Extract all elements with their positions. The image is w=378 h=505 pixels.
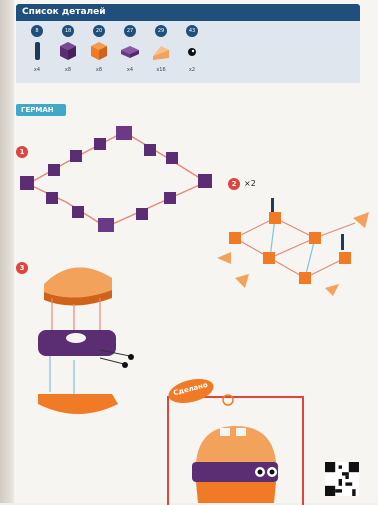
section-tag: ГЕРМАН [16,104,66,116]
part-quantity: x8 [84,67,114,73]
eye-icon [122,362,128,368]
part-number: 18 [62,25,74,37]
star-icon [221,393,235,407]
purple-cube-icon [56,40,80,62]
part-number: 27 [124,25,136,37]
orange-wedge-icon [149,40,173,62]
section-title: ГЕРМАН [21,104,54,116]
part-item: 27 x4 [115,25,145,81]
part-number: 8 [31,25,43,37]
orange-cube-icon [229,212,351,284]
part-item: 29 x16 [146,25,176,81]
parts-list-panel: 8 x4 18 x8 20 x8 27 x4 29 [16,21,360,83]
part-number: 29 [155,25,167,37]
part-number: 20 [93,25,105,37]
step-2-badge: 2 [228,178,240,190]
part-item: 43 x2 [177,25,207,81]
part-quantity: x4 [115,67,145,73]
final-model-diagram [190,422,280,503]
rod-icon [25,40,49,62]
part-quantity: x4 [22,67,52,73]
step-2-diagram [215,198,375,298]
parts-list-title: Список деталей [22,5,106,20]
step-3-badge: 3 [16,262,28,274]
part-quantity: x16 [146,67,176,73]
part-item: 18 x8 [53,25,83,81]
parts-list-header: Список деталей [16,4,360,21]
purple-cube-icon [20,126,212,232]
part-item: 8 x4 [22,25,52,81]
part-quantity: x8 [53,67,83,73]
eye-icon [180,40,204,62]
part-quantity: x2 [177,67,207,73]
part-item: 20 x8 [84,25,114,81]
step-2-multiplier: ×2 [244,179,256,188]
step-1-diagram [16,122,216,242]
purple-plate-icon [118,40,142,62]
rod-icon [271,198,344,250]
orange-cube-icon [87,40,111,62]
qr-code-icon[interactable] [325,462,359,496]
eye-icon [128,354,134,360]
part-number: 43 [186,25,198,37]
step-3-diagram [34,254,144,424]
